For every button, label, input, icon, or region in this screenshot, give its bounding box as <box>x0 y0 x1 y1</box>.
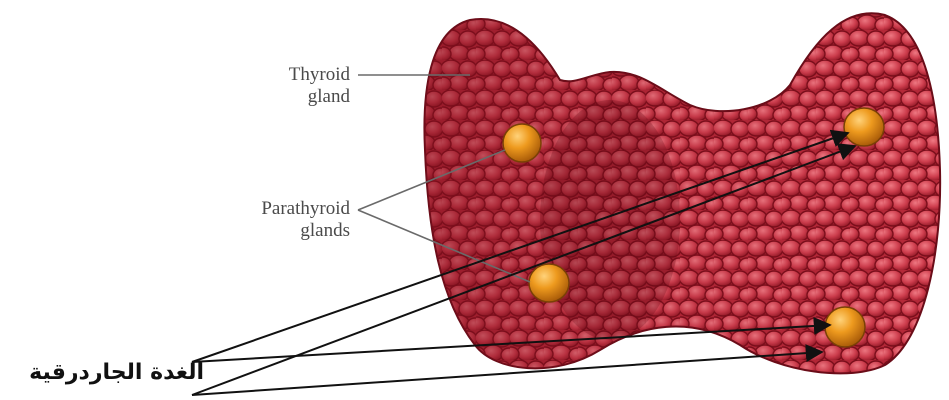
thyroid-label-line1: Thyroid <box>220 64 350 86</box>
parathyroid-lower-right <box>825 307 865 347</box>
parathyroid-label-line1: Parathyroid <box>190 198 350 220</box>
parathyroid-upper-left <box>503 124 541 162</box>
arabic-parathyroid-label: الغدة الجاردرقية <box>4 358 204 388</box>
parathyroid-upper-right <box>844 108 884 146</box>
parathyroid-label: Parathyroid glands <box>190 198 350 242</box>
thyroid-label: Thyroid gland <box>220 64 350 108</box>
thyroid-label-line2: gland <box>220 86 350 108</box>
parathyroid-label-line2: glands <box>190 220 350 242</box>
parathyroid-lower-left <box>529 264 569 302</box>
